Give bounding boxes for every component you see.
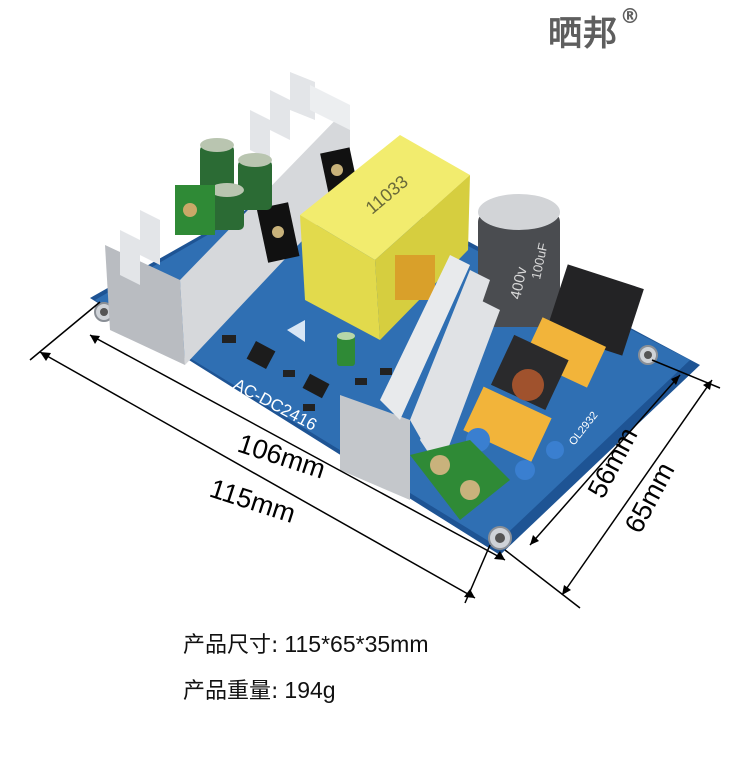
capacitor — [200, 145, 234, 195]
smd-resistor — [355, 378, 367, 385]
smd-resistor — [283, 370, 295, 377]
heatsink-fin — [120, 230, 140, 285]
spec-size: 产品尺寸:115*65*35mm — [183, 627, 428, 659]
arrow-head — [703, 380, 712, 390]
arrow-head — [40, 352, 51, 361]
screw-icon — [430, 455, 450, 475]
screw-icon — [331, 164, 343, 176]
brand-logo-silk — [287, 320, 305, 342]
dim-ext — [504, 549, 581, 609]
screw-icon — [183, 203, 197, 217]
screw-icon — [460, 480, 480, 500]
inductor-coil — [512, 369, 544, 401]
small-capacitor-top — [337, 332, 355, 340]
dim-label-65: 65mm — [619, 457, 681, 537]
arrow-head — [494, 551, 505, 560]
arrow-head — [464, 589, 475, 598]
brand-name: 晒邦 — [548, 14, 618, 54]
capacitor-voltage: 400v — [507, 265, 530, 301]
transformer: 11033 — [300, 135, 470, 340]
small-capacitor — [337, 336, 355, 366]
output-capacitors — [175, 138, 272, 235]
smd-resistor — [380, 368, 392, 375]
capacitor-top — [210, 183, 244, 197]
transformer-top — [300, 135, 470, 260]
capacitor-top — [238, 153, 272, 167]
input-capacitor: 400v 100uF — [478, 194, 560, 327]
y-capacitor — [515, 460, 535, 480]
smd-resistor — [303, 404, 315, 411]
arrow-head — [562, 585, 571, 595]
mounting-hole-center — [644, 351, 652, 359]
ic-chip — [302, 373, 330, 399]
transformer-winding — [395, 255, 435, 300]
spec-size-label: 产品尺寸: — [183, 633, 279, 658]
film-capacitor — [523, 317, 607, 388]
heatsink-fin — [140, 210, 160, 265]
dim-label-115: 115mm — [206, 473, 299, 529]
capacitor — [238, 160, 272, 210]
heatsink-fin — [290, 72, 315, 120]
transformer-front — [300, 215, 380, 340]
mounting-hole-center — [100, 308, 108, 316]
arrow-head — [90, 335, 100, 344]
spec-weight-label: 产品重量: — [183, 679, 279, 704]
capacitor-body — [478, 212, 560, 327]
heatsink-fin — [250, 110, 270, 160]
mounting-hole-center — [495, 533, 505, 543]
spec-size-value: 115*65*35mm — [284, 631, 429, 657]
input-terminal — [410, 440, 510, 520]
smd-resistor — [222, 335, 236, 343]
capacitor-top — [478, 194, 560, 230]
heatsink-fin-top — [310, 85, 350, 130]
heatsink-fin — [270, 90, 290, 140]
capacitor — [210, 190, 244, 230]
spec-weight-value: 194g — [284, 677, 336, 703]
dimension-arrows — [40, 335, 712, 598]
spec-weight: 产品重量:194g — [183, 673, 336, 705]
capacitor-top — [200, 138, 234, 152]
film-capacitor — [463, 386, 552, 462]
dim-ext — [29, 301, 101, 361]
heatsink-fin — [420, 300, 500, 470]
y-capacitor — [546, 441, 564, 459]
arrow-head — [530, 535, 539, 545]
brand-logo: 晒邦® — [548, 4, 641, 55]
dim-line-115 — [39, 351, 476, 599]
heatsink-base — [340, 395, 410, 500]
heatsink-fin — [380, 255, 470, 420]
dim-line-106 — [89, 334, 506, 561]
product-photo: AC-DC2416 OL2932 — [29, 72, 721, 609]
ic-chip — [246, 341, 276, 369]
screw-icon — [272, 226, 284, 238]
dim-line-65 — [561, 379, 713, 596]
heatsink-fin — [410, 270, 490, 455]
dim-line-56 — [529, 374, 681, 546]
registered-mark: ® — [620, 4, 641, 28]
arrow-head — [671, 375, 680, 385]
right-heatsink — [340, 255, 500, 500]
